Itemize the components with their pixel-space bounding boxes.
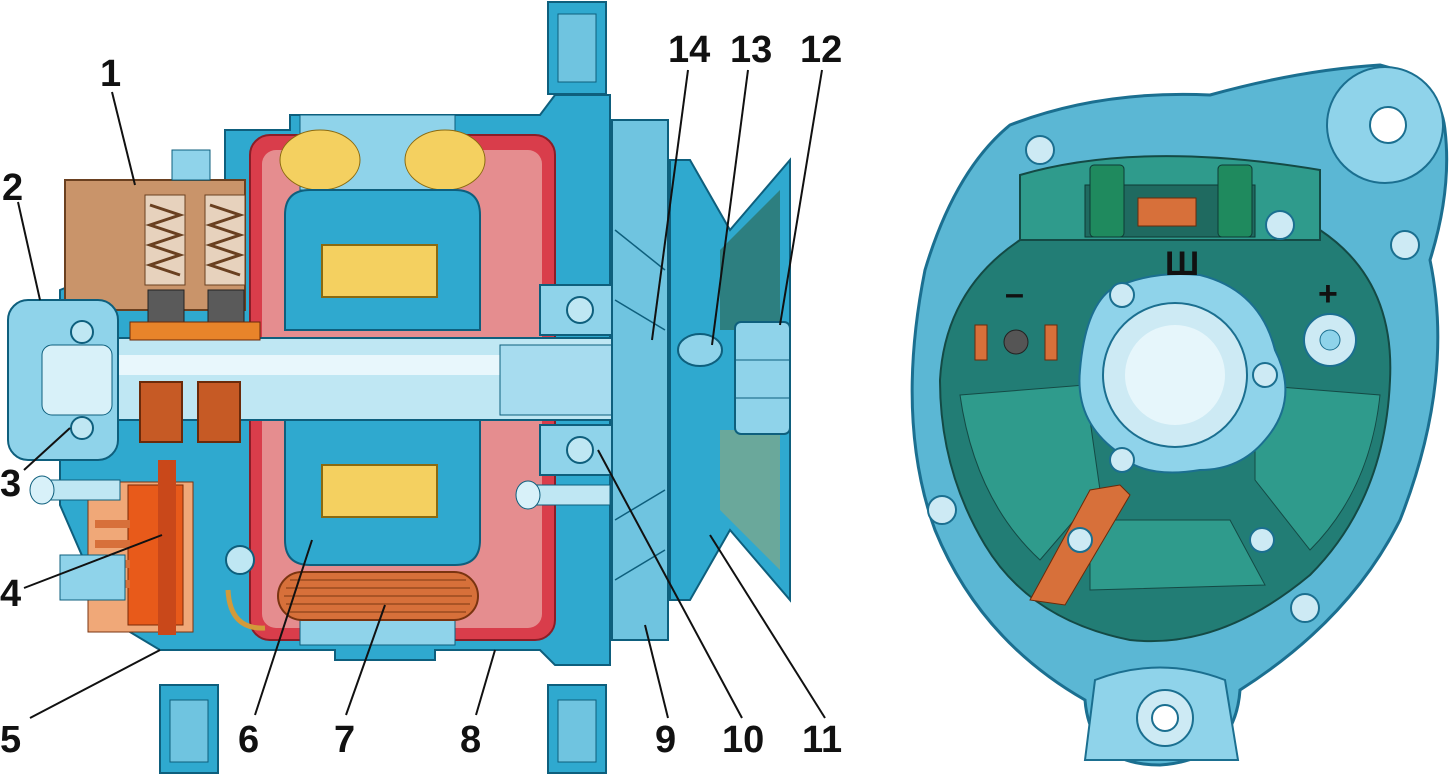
vent-window-right bbox=[1254, 384, 1381, 551]
callout-2: 2 bbox=[2, 167, 23, 209]
terminal-field-label: Ш bbox=[1165, 245, 1199, 283]
brush-holder bbox=[64, 149, 261, 341]
callout-11: 11 bbox=[802, 719, 842, 761]
callout-12: 12 bbox=[800, 29, 842, 71]
callout-5: 5 bbox=[0, 719, 21, 761]
minus-terminal bbox=[974, 324, 1058, 361]
rear-bearing bbox=[7, 299, 119, 461]
pulley bbox=[669, 157, 791, 603]
callout-6: 6 bbox=[238, 719, 259, 761]
callout-1: 1 bbox=[100, 53, 121, 95]
plus-terminal bbox=[1303, 313, 1357, 367]
callout-4: 4 bbox=[0, 573, 21, 615]
alternator-rear-view: – Ш + bbox=[910, 63, 1449, 767]
slip-rings bbox=[139, 381, 241, 443]
callout-numbers: 1 2 3 4 5 6 7 8 9 10 11 12 13 14 bbox=[0, 29, 842, 761]
leader-lines bbox=[17, 69, 826, 719]
tie-bolts bbox=[29, 475, 611, 510]
callout-8: 8 bbox=[460, 719, 481, 761]
rotor bbox=[284, 189, 481, 566]
vent-window-left bbox=[959, 384, 1101, 561]
brush-copper bbox=[1137, 197, 1197, 227]
callout-14: 14 bbox=[668, 29, 710, 71]
cover-screws bbox=[927, 135, 1420, 623]
mounting-lugs bbox=[159, 1, 607, 774]
stator-winding bbox=[277, 571, 479, 621]
fan bbox=[611, 119, 669, 641]
callout-13: 13 bbox=[730, 29, 772, 71]
vent-window-bottom bbox=[1089, 519, 1266, 591]
diode-leads bbox=[1029, 484, 1275, 606]
terminal-plus-label: + bbox=[1318, 275, 1338, 313]
callout-10: 10 bbox=[722, 719, 764, 761]
terminal-minus-label: – bbox=[1005, 275, 1024, 313]
callout-9: 9 bbox=[655, 719, 676, 761]
callout-3: 3 bbox=[0, 463, 21, 505]
alternator-cross-section bbox=[7, 1, 791, 774]
pulley-nut bbox=[734, 321, 791, 435]
key bbox=[677, 333, 723, 367]
callout-7: 7 bbox=[334, 719, 355, 761]
